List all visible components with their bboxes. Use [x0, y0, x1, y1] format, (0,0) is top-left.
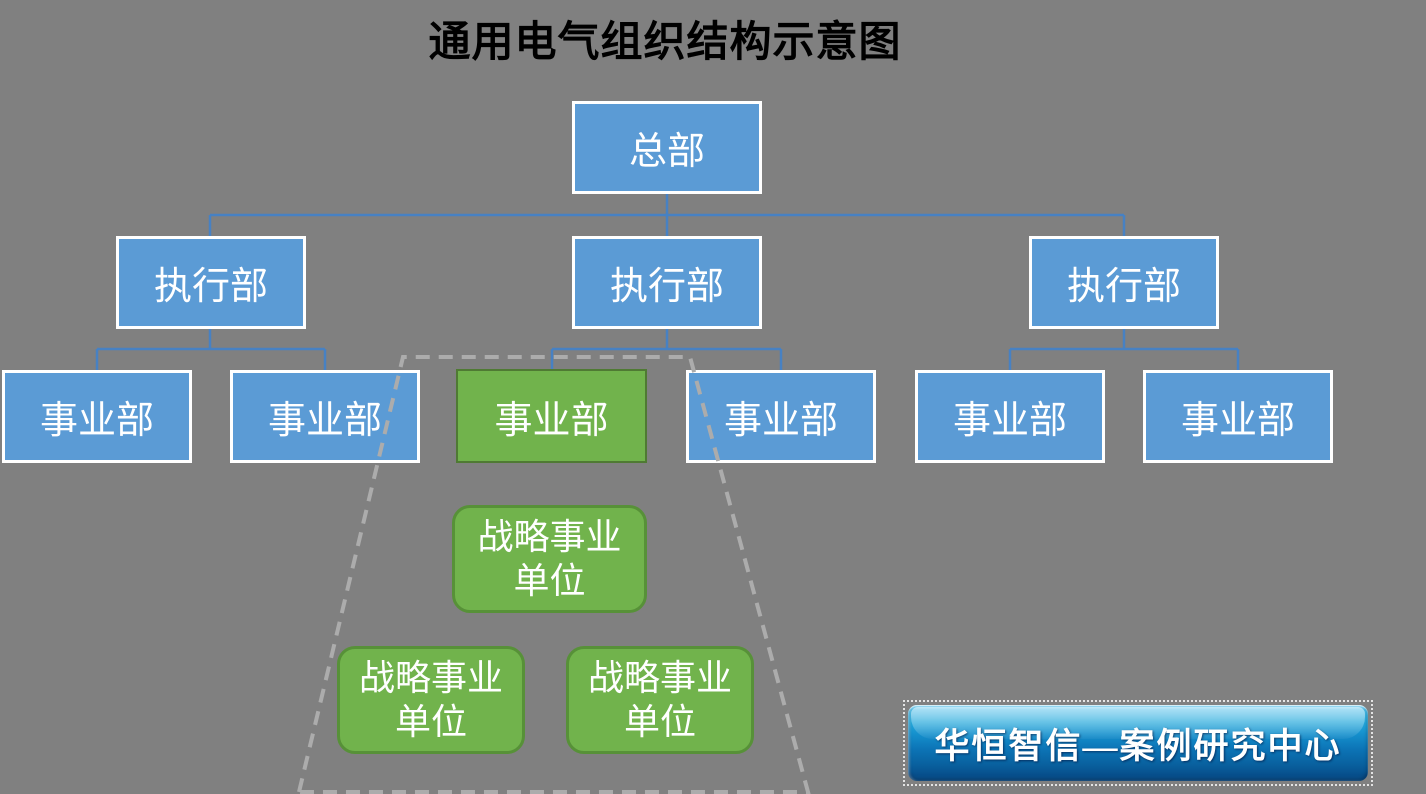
org-node-business-division-3-label: 事业部	[494, 399, 609, 442]
org-node-executive-dept-3: 执行部	[1029, 236, 1219, 329]
org-node-sbu-left: 战略事业 单位	[337, 646, 525, 754]
org-node-sbu-right-line1: 战略事业	[587, 657, 732, 699]
brand-banner[interactable]: 华恒智信—案例研究中心	[908, 705, 1368, 781]
org-node-executive-dept-1: 执行部	[116, 236, 306, 329]
org-node-business-division-6-label: 事业部	[1180, 400, 1295, 442]
org-node-sbu-right: 战略事业 单位	[566, 646, 754, 754]
org-node-business-division-2-label: 事业部	[267, 400, 382, 442]
org-node-sbu-top-line2: 单位	[513, 560, 586, 601]
org-node-sbu-top-line1: 战略事业	[477, 516, 622, 558]
org-node-business-division-2: 事业部	[230, 370, 420, 463]
org-node-executive-dept-1-label: 执行部	[153, 266, 268, 308]
org-node-business-division-5-label: 事业部	[952, 400, 1067, 442]
org-node-business-division-1: 事业部	[2, 370, 192, 463]
org-node-business-division-4-label: 事业部	[723, 400, 838, 442]
banner-gloss-highlight	[911, 707, 1365, 739]
org-node-executive-dept-2-label: 执行部	[609, 266, 724, 308]
org-node-executive-dept-2: 执行部	[572, 236, 762, 329]
org-node-business-division-4: 事业部	[686, 370, 876, 463]
org-node-business-division-6: 事业部	[1143, 370, 1333, 463]
org-node-executive-dept-3-label: 执行部	[1066, 266, 1181, 308]
org-node-sbu-top: 战略事业 单位	[452, 505, 647, 613]
banner-selection-outline: 华恒智信—案例研究中心	[903, 700, 1373, 786]
org-node-business-division-5: 事业部	[915, 370, 1105, 463]
org-node-business-division-1-label: 事业部	[39, 400, 154, 442]
banner-label: 华恒智信—案例研究中心	[934, 726, 1342, 766]
org-node-business-division-3-highlighted: 事业部	[456, 369, 647, 463]
org-node-sbu-right-line2: 单位	[623, 701, 696, 742]
slide-title: 通用电气组织结构示意图	[428, 18, 902, 65]
org-node-headquarters-label: 总部	[628, 131, 705, 173]
org-node-headquarters: 总部	[572, 101, 762, 194]
org-node-sbu-left-line1: 战略事业	[358, 657, 503, 699]
org-node-sbu-left-line2: 单位	[394, 701, 467, 742]
